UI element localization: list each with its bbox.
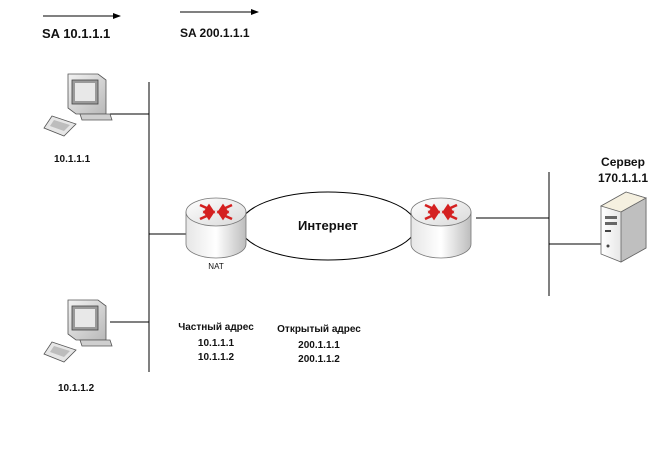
router-nat-icon [185,197,247,259]
private-address-heading: Частный адрес [178,322,254,333]
router-isp-icon [410,197,472,259]
server-title: Сервер [601,155,645,169]
computer-icon [43,299,113,363]
host2-ip: 10.1.1.2 [58,383,95,394]
sa-private-label: SA 10.1.1.1 [42,26,110,41]
computer-icon [43,73,113,137]
server-ip: 170.1.1.1 [598,171,648,185]
host1-ip: 10.1.1.1 [54,154,91,165]
nat-label: NAT [208,262,224,271]
server-icon [599,191,648,263]
public-address-heading: Открытый адрес [277,324,361,335]
internet-label: Интернет [298,218,358,233]
public-address-2: 200.1.1.2 [298,354,340,365]
private-address-2: 10.1.1.2 [198,352,235,363]
public-address-1: 200.1.1.1 [298,340,340,351]
sa-public-label: SA 200.1.1.1 [180,26,250,40]
private-address-1: 10.1.1.1 [198,338,235,349]
